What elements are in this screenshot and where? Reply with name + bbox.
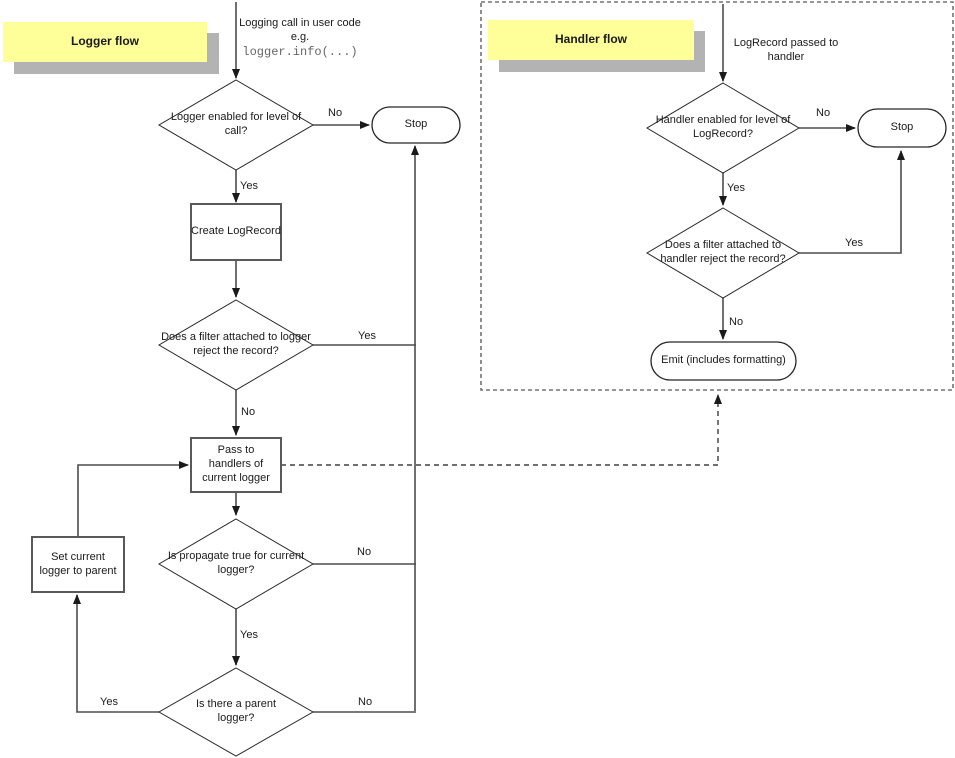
logger-note-paper <box>3 22 207 62</box>
propagate-diamond <box>158 518 314 610</box>
label-henabled-yes: Yes <box>727 182 745 194</box>
logger-enabled-text: Logger enabled for level of call? <box>170 111 302 137</box>
label-propagate-no: No <box>357 546 372 558</box>
edge-pass-to-handler-flow-dashed <box>281 394 722 466</box>
label-propagate-yes: Yes <box>240 629 258 641</box>
logger-filter-diamond <box>158 299 314 391</box>
logger-flow-note <box>3 22 219 74</box>
label-henabled-no: No <box>816 107 831 119</box>
label-enabled-no: No <box>328 107 343 119</box>
handler-filter-text: Does a filter attached to handler reject… <box>660 239 786 265</box>
label-parent-yes: Yes <box>100 696 118 708</box>
create-logrecord-box <box>190 203 282 261</box>
propagate-text: Is propagate true for current logger? <box>167 550 305 576</box>
handler-enabled-text: Handler enabled for level of LogRecord? <box>655 114 791 140</box>
handler-flow-panel-border <box>480 1 954 391</box>
label-hfilter-no: No <box>729 316 744 328</box>
logger-entry-code: logger.info(...) <box>242 44 358 59</box>
pass-to-handlers-text: Pass to handlers of current logger <box>202 444 270 484</box>
logger-filter-text: Does a filter attached to logger reject … <box>161 331 311 357</box>
edge-setparent-to-pass <box>77 461 189 537</box>
edge-hfilter-yes-to-stop <box>799 150 905 254</box>
label-filter-yes: Yes <box>358 330 376 342</box>
parent-logger-diamond <box>157 667 315 757</box>
emit-text: Emit (includes formatting) <box>661 354 786 367</box>
label-hfilter-yes: Yes <box>845 237 863 249</box>
handler-stop-text: Stop <box>890 121 914 134</box>
logger-entry-line2: e.g. <box>290 31 310 44</box>
create-logrecord-text: Create LogRecord <box>191 225 281 238</box>
logger-stop-terminal <box>371 106 461 144</box>
handler-entry-annotation: LogRecord passed to handler <box>726 36 846 65</box>
logger-entry-line1: Logging call in user code <box>239 17 361 29</box>
handler-enabled-diamond <box>646 82 800 174</box>
set-current-logger-box <box>31 536 125 593</box>
logger-flow-title: Logger flow <box>71 34 139 49</box>
pass-to-handlers-box <box>190 437 282 493</box>
emit-terminal <box>650 341 797 381</box>
edge-parent-yes-to-setparent <box>73 594 159 713</box>
handler-flow-note <box>488 20 705 72</box>
logger-enabled-diamond <box>158 79 314 171</box>
handler-stop-terminal <box>857 108 947 148</box>
label-enabled-yes: Yes <box>240 180 258 192</box>
handler-note-paper <box>488 20 694 60</box>
parent-logger-text: Is there a parent logger? <box>195 698 277 724</box>
logger-stop-text: Stop <box>404 118 428 131</box>
handler-filter-diamond <box>646 207 800 299</box>
logger-entry-annotation: Logging call in user code e.g. logger.in… <box>234 16 366 60</box>
label-parent-no: No <box>358 696 373 708</box>
set-current-logger-text: Set current logger to parent <box>39 550 117 577</box>
label-filter-no: No <box>241 406 256 418</box>
handler-flow-title: Handler flow <box>554 32 627 47</box>
handler-entry-line1: LogRecord passed to handler <box>733 37 839 64</box>
